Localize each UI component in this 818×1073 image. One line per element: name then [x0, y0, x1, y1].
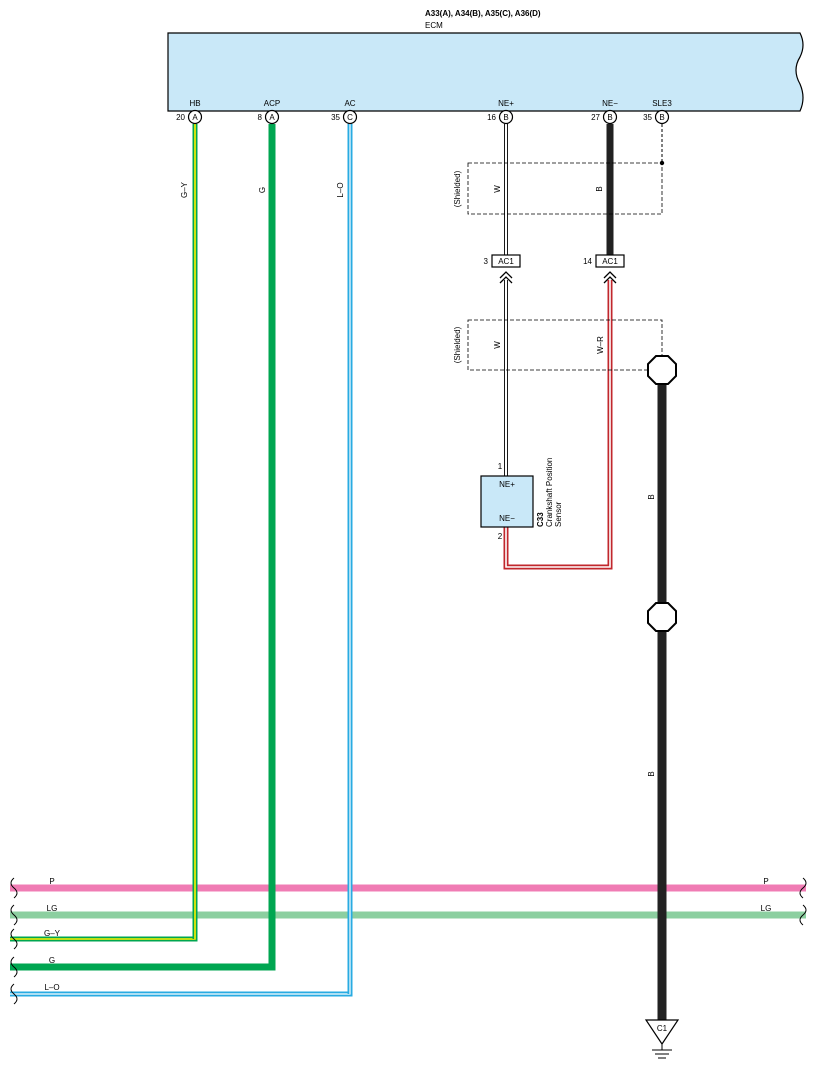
junction-pin-14: 14	[583, 257, 592, 266]
bus-label-right-p: P	[763, 877, 768, 886]
connector-chevron-ne-minus	[603, 271, 617, 284]
terminal-name-acp: ACP	[264, 99, 280, 108]
connector-chevron-ne-plus	[499, 271, 513, 284]
ecm-box	[167, 32, 804, 112]
bus-label-left-p: P	[49, 877, 54, 886]
terminal-acp: A 8	[258, 109, 280, 125]
wire-label-ground-upper: B	[647, 494, 656, 499]
svg-text:35: 35	[643, 113, 652, 122]
terminal-name-sle3: SLE3	[652, 99, 672, 108]
wire-ac	[10, 124, 353, 997]
wire-label-ne-plus-upper: W	[493, 185, 502, 193]
terminal-name-hb: HB	[189, 99, 200, 108]
sensor-terminal-ne-plus: NE+	[499, 480, 515, 489]
sensor-terminal-ne-minus: NE−	[499, 514, 515, 523]
terminal-name-ne-plus: NE+	[498, 99, 514, 108]
ground-label: C1	[657, 1024, 668, 1033]
shield-box-lower	[467, 319, 663, 371]
wire-label-ne-minus-lower: W–R	[596, 336, 605, 354]
wire-label-ne-minus-upper: B	[595, 186, 604, 191]
junction-label-ac1-3: AC1	[498, 257, 514, 266]
wire-label-ne-plus-lower: W	[493, 341, 502, 349]
right-break-marks	[799, 877, 807, 926]
ground-icon	[652, 1044, 672, 1059]
bus-label-left-lg: LG	[47, 904, 58, 913]
sensor-pin-1: 1	[498, 462, 503, 471]
wire-hb	[10, 124, 198, 942]
splice-octagon-lower	[647, 602, 677, 632]
sensor-box	[480, 475, 534, 528]
sensor-name-line2: Sensor	[554, 501, 563, 527]
svg-text:A: A	[192, 113, 198, 122]
ecm-label: ECM	[425, 21, 443, 30]
bus-label-left-gy: G–Y	[44, 929, 61, 938]
terminal-ne-minus: B 27	[591, 109, 618, 125]
svg-text:C: C	[347, 113, 353, 122]
wire-label-ground-lower: B	[647, 771, 656, 776]
svg-text:35: 35	[331, 113, 340, 122]
svg-text:B: B	[659, 113, 664, 122]
terminal-sle3: B 35	[643, 109, 670, 125]
left-break-marks	[10, 877, 18, 1005]
ground-triangle	[644, 1019, 680, 1046]
terminal-name-ac: AC	[344, 99, 355, 108]
svg-text:8: 8	[258, 113, 263, 122]
svg-text:16: 16	[487, 113, 496, 122]
shield-label-lower: (Shielded)	[453, 326, 462, 363]
svg-text:20: 20	[176, 113, 185, 122]
terminal-hb: A 20	[176, 109, 203, 125]
svg-text:B: B	[607, 113, 612, 122]
svg-text:27: 27	[591, 113, 600, 122]
svg-text:A: A	[269, 113, 275, 122]
wire-acp	[10, 124, 276, 971]
junction-pin-3: 3	[484, 257, 489, 266]
splice-octagon-upper	[647, 355, 677, 385]
junction-label-ac1-14: AC1	[602, 257, 618, 266]
bus-label-left-lo: L–O	[44, 983, 59, 992]
shield-box-upper	[467, 162, 663, 215]
wire-label-acp: G	[258, 187, 267, 193]
sensor-id: C33	[536, 512, 545, 527]
terminal-ne-plus: B 16	[487, 109, 514, 125]
sensor-pin-2: 2	[498, 532, 503, 541]
shield-label-upper: (Shielded)	[453, 170, 462, 207]
bus-label-right-lg: LG	[761, 904, 772, 913]
terminal-ac: C 35	[331, 109, 358, 125]
ecm-connectors-label: A33(A), A34(B), A35(C), A36(D)	[425, 9, 541, 18]
junction-box-ac1-14	[595, 254, 625, 268]
junction-box-ac1-3	[491, 254, 521, 268]
bus-label-left-g: G	[49, 956, 55, 965]
terminal-name-ne-minus: NE−	[602, 99, 618, 108]
wire-ne-minus-lower	[503, 280, 613, 570]
wire-label-ac: L–O	[336, 182, 345, 197]
wire-label-hb: G–Y	[180, 181, 189, 198]
svg-text:B: B	[503, 113, 508, 122]
sensor-name-line1: Crankshaft Position	[545, 458, 554, 527]
